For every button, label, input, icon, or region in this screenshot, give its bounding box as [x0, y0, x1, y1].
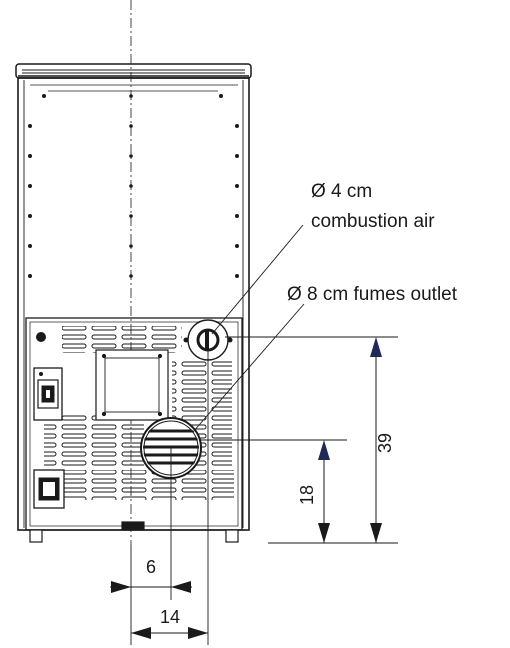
dimension-line-fumes-offset [110, 581, 192, 593]
power-switch-socket [33, 367, 63, 421]
dim-air-height: 39 [375, 433, 395, 453]
vent-grid-upper [62, 326, 182, 353]
dim-air-offset: 14 [160, 607, 180, 627]
panel-knob [36, 332, 46, 342]
stove-top-cap [15, 63, 252, 79]
dimension-line-fumes-height [318, 440, 330, 543]
dimension-line-air-offset [131, 627, 208, 639]
dim-fumes-height: 18 [297, 485, 317, 505]
vent-grid-left [44, 414, 144, 468]
stove-feet [29, 521, 239, 543]
callout-leaders [192, 224, 305, 433]
label-combustion-air-diameter: Ø 4 cm [311, 181, 372, 202]
label-fumes-outlet: Ø 8 cm fumes outlet [287, 284, 458, 305]
access-plate [95, 349, 169, 421]
panel-screws [28, 94, 239, 278]
dimension-line-air-height [370, 337, 382, 543]
label-combustion-air: combustion air [311, 211, 435, 232]
extension-lines [130, 336, 398, 645]
power-inlet-connector [33, 469, 65, 509]
vent-grid-lower [64, 470, 234, 500]
dim-fumes-offset: 6 [146, 557, 156, 577]
